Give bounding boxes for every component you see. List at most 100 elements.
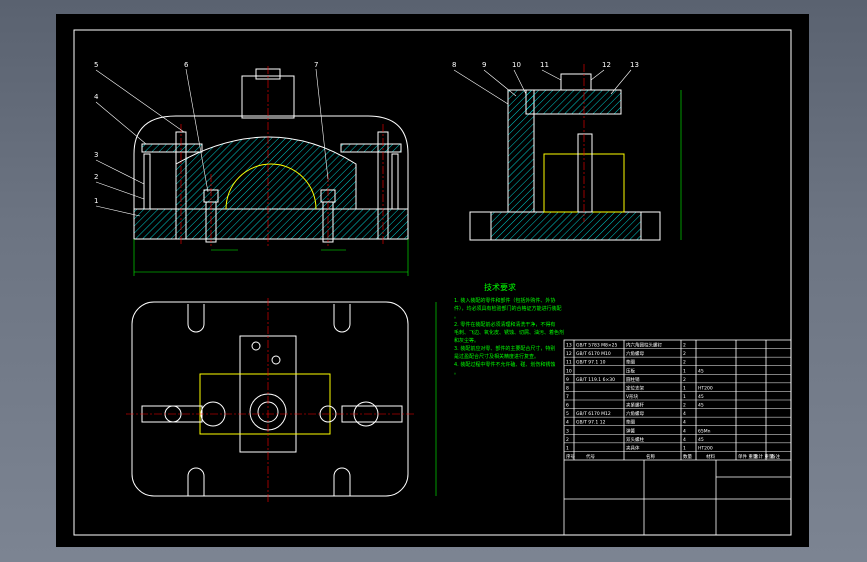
bom-cell: GB/T 6170 M10 xyxy=(576,351,611,357)
bom-row: 13 GB/T 5783 M8×25 内六角圆柱头螺钉 2 xyxy=(566,342,686,349)
bom-cell: 圆柱销 xyxy=(626,376,640,383)
bom-cell: 六角螺母 xyxy=(626,410,644,417)
bom-header-cell: 数量 xyxy=(683,453,692,460)
side-view xyxy=(469,64,682,241)
bom-cell: 1 xyxy=(683,368,686,374)
bom-cell: 4 xyxy=(683,420,686,426)
bom-cell: 12 xyxy=(566,351,572,357)
tech-req-line: 是过盈配合尺寸及相关精度进行复查。 xyxy=(454,353,539,360)
tech-req-line: 件），均必须具有检验部门的合格证方能进行装配 xyxy=(454,305,562,312)
tech-req-line: 1. 装入装配的零件和部件（包括外购件、外协 xyxy=(454,297,555,304)
bom-row: 11 GB/T 97.1 10 垫圈 2 xyxy=(566,359,686,366)
bom-cell: 垫圈 xyxy=(626,419,635,426)
bom-cell: 双头螺柱 xyxy=(626,436,644,443)
bom-row: 3 弹簧 4 65Mn xyxy=(566,427,711,434)
bom-row: 7 V形块 1 45 xyxy=(566,393,704,400)
bom-cell: 65Mn xyxy=(698,428,711,434)
bom-cell: 2 xyxy=(683,377,686,383)
bom-cell: 1 xyxy=(566,445,569,451)
bom-cell: 13 xyxy=(566,343,572,349)
bom-cell: 2 xyxy=(683,360,686,366)
part-label: 8 xyxy=(452,61,456,69)
tech-req-line: 3. 装配前应对零、部件的主要配合尺寸，特别 xyxy=(454,345,555,352)
bom-header-cell: 单件 重量 xyxy=(738,453,758,460)
inner-frame xyxy=(73,29,792,536)
bom-cell: 9 xyxy=(566,377,569,383)
bom-cell: 2 xyxy=(683,403,686,409)
bom-cell: 45 xyxy=(698,368,704,374)
bom-header-cell: 总计 重量 xyxy=(754,453,774,460)
bom-row: 9 GB/T 119.1 6×30 圆柱销 2 xyxy=(566,376,686,383)
part-label: 2 xyxy=(94,173,98,181)
bom-cell: 1 xyxy=(683,394,686,400)
tech-req-line: 4. 装配过程中零件不允许磕、碰、划伤和锈蚀 xyxy=(454,361,555,368)
bom-cell: 2 xyxy=(683,343,686,349)
bom-cell: 夹具体 xyxy=(626,444,640,451)
bom-cell: 11 xyxy=(566,360,572,366)
bom-cell: 4 xyxy=(683,411,686,417)
title-block xyxy=(563,339,792,536)
bom-cell: 4 xyxy=(683,437,686,443)
bom-row: 1 夹具体 1 HT200 xyxy=(566,444,713,451)
bom-cell: 5 xyxy=(566,411,569,417)
bom-cell: V形块 xyxy=(626,393,639,400)
part-label: 11 xyxy=(540,61,549,69)
bom-cell: GB/T 5783 M8×25 xyxy=(576,343,618,349)
bom-cell: 1 xyxy=(683,385,686,391)
bom-row: 10 压板 1 45 xyxy=(566,367,704,374)
part-label: 7 xyxy=(314,61,318,69)
tech-req-line: 毛刺、飞边、氧化皮、锈蚀、切屑、油污、着色剂 xyxy=(454,329,564,336)
top-view xyxy=(131,301,409,497)
bom-cell: 6 xyxy=(566,403,569,409)
bom-cell: 4 xyxy=(683,428,686,434)
bom-row: 4 GB/T 97.1 12 垫圈 4 xyxy=(566,419,686,426)
part-label: 1 xyxy=(94,197,98,205)
tech-req-line: 。 xyxy=(454,314,459,320)
bom-cell: 45 xyxy=(698,394,704,400)
part-label: 13 xyxy=(630,61,639,69)
bom-cell: GB/T 119.1 6×30 xyxy=(576,377,615,383)
bom-cell: HT200 xyxy=(698,385,713,391)
tech-req-line: 2. 零件在装配前必须清理和清洗干净，不得有 xyxy=(454,321,555,328)
part-label: 9 xyxy=(482,61,486,69)
bom-cell: 内六角圆柱头螺钉 xyxy=(626,342,662,349)
bom-cell: 六角螺母 xyxy=(626,350,644,357)
bom-cell: 1 xyxy=(683,445,686,451)
bom-cell: 定位支架 xyxy=(626,384,644,391)
bom-row: 5 GB/T 6170 M12 六角螺母 4 xyxy=(566,410,686,417)
part-label: 4 xyxy=(94,93,99,101)
part-label: 10 xyxy=(512,61,521,69)
bom-header-cell: 材料 xyxy=(706,453,715,460)
bom-cell: 45 xyxy=(698,403,704,409)
tech-req-line: 和灰尘等。 xyxy=(454,337,479,344)
part-label: 3 xyxy=(94,151,98,159)
bom-cell: 2 xyxy=(683,351,686,357)
bom-cell: GB/T 6170 M12 xyxy=(576,411,611,417)
bom-cell: 弹簧 xyxy=(626,427,635,434)
bom-header-cell: 序号 xyxy=(566,453,575,460)
bom-cell: GB/T 97.1 10 xyxy=(576,360,606,366)
bom-cell: 垫圈 xyxy=(626,359,635,366)
bom-cell: HT200 xyxy=(698,445,713,451)
bom-row: 2 双头螺柱 4 45 xyxy=(566,436,704,443)
bom-cell: 压板 xyxy=(626,367,635,374)
bom-row: 12 GB/T 6170 M10 六角螺母 2 xyxy=(566,350,686,357)
part-label: 12 xyxy=(602,61,611,69)
bom-cell: 7 xyxy=(566,394,569,400)
bom-cell: 2 xyxy=(566,437,569,443)
tech-req-title: 技术要求 xyxy=(484,282,516,292)
bom-cell: 10 xyxy=(566,368,572,374)
bom-cell: 3 xyxy=(566,428,569,434)
tech-req-line: 。 xyxy=(454,370,459,376)
bom-header-cell: 备注 xyxy=(771,453,780,460)
bom-header-cell: 代号 xyxy=(586,453,595,460)
bom-cell: 4 xyxy=(566,420,569,426)
bom-cell: GB/T 97.1 12 xyxy=(576,420,606,426)
bom-cell: 45 xyxy=(698,437,704,443)
bom-header: 序号代号名称数量材料单件 重量总计 重量备注 xyxy=(566,453,780,460)
part-label: 6 xyxy=(184,61,189,69)
